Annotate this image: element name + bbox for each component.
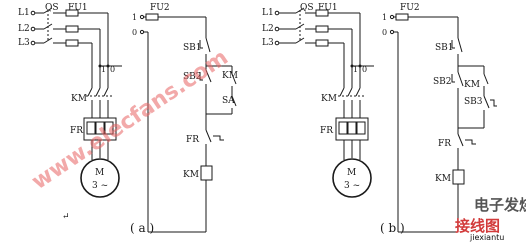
label-km-coil-b: KM [435, 174, 451, 184]
qs-switch [35, 7, 66, 44]
label-fu2-a: FU2 [150, 3, 170, 13]
km-main-contacts [86, 87, 112, 118]
label-l3-b: L3 [262, 38, 274, 48]
label-sb1-b: SB1 [435, 43, 454, 53]
motor-a: M 3 ~ [80, 158, 120, 198]
label-1-ctrl-a: 1 [132, 13, 137, 22]
label-sb2-a: SB2 [183, 72, 202, 82]
fu1-fuses-b [315, 9, 360, 47]
control-circuit-b: SB1 SB2 KM SB3 FR [389, 13, 497, 233]
fu1-fuses [65, 9, 108, 47]
logo-cn-2: 电子发烧友 [474, 196, 526, 214]
terminal-l2 [30, 26, 36, 32]
qs-switch-b [279, 7, 316, 44]
label-fr-b: FR [320, 126, 333, 136]
label-0-ctrl-b: 0 [382, 28, 387, 37]
label-0-b: 0 [362, 65, 367, 74]
control-circuit-a: SB1 SB2 KM SA FR [139, 13, 238, 233]
label-0-ctrl-a: 0 [132, 28, 137, 37]
label-km-coil-a: KM [183, 170, 199, 180]
terminal-l3 [30, 40, 36, 46]
label-km-main-a: KM [71, 94, 87, 104]
caption-b: ( b ) [380, 221, 405, 235]
label-3phase-a: 3 ~ [92, 181, 108, 191]
power-feed-lines-b: 1 0 [343, 13, 374, 88]
label-km-main-b: KM [321, 94, 337, 104]
label-l3: L3 [18, 38, 30, 48]
label-m-b: M [347, 168, 356, 178]
label-fu1-b: FU1 [318, 3, 338, 13]
label-km-hold-b: KM [464, 80, 480, 90]
watermark: www.elecfans.com [27, 45, 232, 195]
label-fu1: FU1 [68, 3, 88, 13]
label-km-hold-a: KM [222, 71, 238, 81]
motor-b: M 3 ~ [332, 158, 372, 198]
label-1-ctrl-b: 1 [382, 13, 387, 22]
label-1-a: 1 [101, 65, 106, 74]
label-1-b: 1 [353, 65, 358, 74]
label-l2: L2 [18, 24, 30, 34]
logo-text-sub: jiexiantu [469, 233, 504, 242]
label-fr-ctrl-b: FR [438, 139, 451, 149]
label-fu2-b: FU2 [400, 3, 420, 13]
label-sb2-b: SB2 [433, 77, 452, 87]
return-mark: ↵ [62, 212, 70, 222]
label-fr-ctrl-a: FR [186, 135, 199, 145]
label-fr-a: FR [70, 126, 83, 136]
logo-text-cn: 接线图 [455, 217, 500, 235]
label-0-a: 0 [110, 65, 115, 74]
power-feed-lines: 1 0 [91, 13, 122, 88]
km-main-contacts-b [338, 87, 364, 118]
label-sa-a: SA [222, 96, 235, 106]
label-qs-b: QS [300, 3, 314, 13]
label-m-a: M [95, 168, 104, 178]
label-l2-b: L2 [262, 24, 274, 34]
fr-thermal-relay [83, 117, 117, 160]
label-sb1-a: SB1 [183, 43, 202, 53]
terminal-l1 [30, 10, 36, 16]
label-sb3-b: SB3 [464, 97, 483, 107]
caption-a: ( a ) [130, 221, 154, 235]
diagram-b: L1 L2 L3 QS FU1 [262, 3, 497, 235]
fr-thermal-relay-b [335, 117, 369, 160]
site-logo: 电子发烧友 接线图 jiexiantu [455, 196, 526, 242]
label-l1-b: L1 [262, 8, 274, 18]
label-l1: L1 [18, 8, 30, 18]
label-3phase-b: 3 ~ [344, 181, 360, 191]
diagram-a: L1 L2 L3 QS FU1 [18, 3, 238, 235]
